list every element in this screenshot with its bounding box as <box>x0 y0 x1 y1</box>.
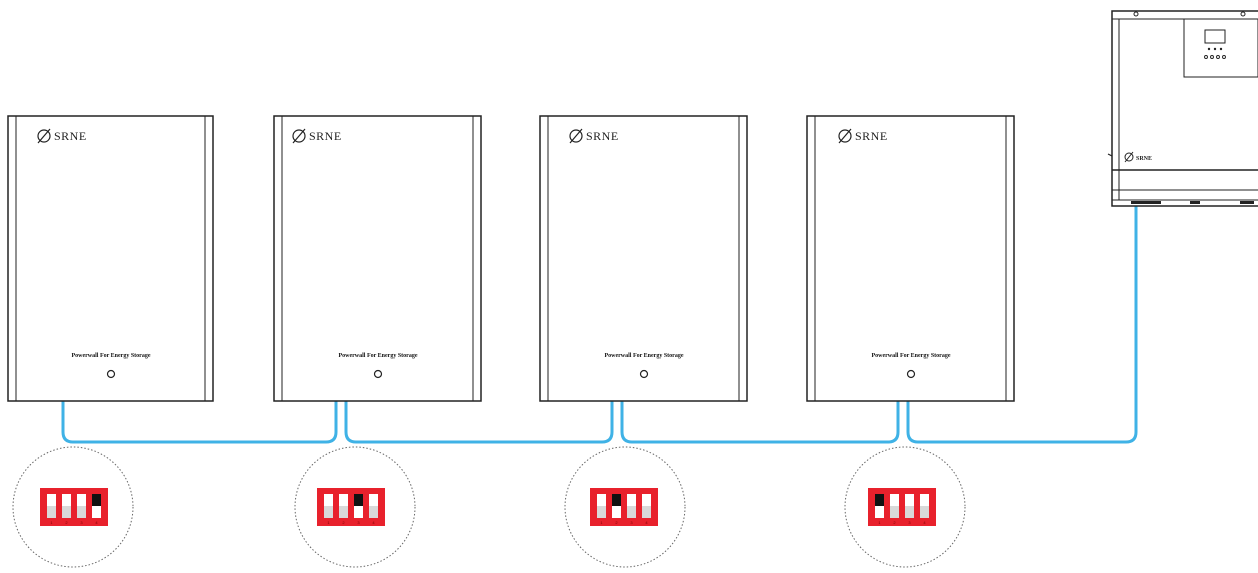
battery-body <box>273 115 482 402</box>
inverter-brand-label: SRNE <box>1136 156 1152 162</box>
dip-switch-toggle-3-off <box>77 506 86 518</box>
lcd-display-icon <box>1204 29 1226 44</box>
inverter-unit: SRNE <box>1107 10 1258 207</box>
battery-unit-2: SRNE Powerwall For Energy Storage <box>273 115 482 402</box>
battery-unit-4: SRNE Powerwall For Energy Storage <box>806 115 1015 402</box>
battery-brand-label: SRNE <box>309 129 342 143</box>
dip-switch-toggle-2-off <box>339 506 348 518</box>
brand-logo-icon <box>838 128 852 144</box>
dip-switch-toggle-3-off <box>627 506 636 518</box>
battery-brand-label: SRNE <box>586 129 619 143</box>
battery-brand-label: SRNE <box>855 129 888 143</box>
battery-body <box>539 115 748 402</box>
dip-switch-toggles: 1 2 3 4 <box>597 494 651 525</box>
battery-unit-1: SRNE Powerwall For Energy Storage <box>7 115 214 402</box>
dip-switch-toggle-4-off <box>642 506 651 518</box>
dip-switch-toggles: 1 2 3 4 <box>47 494 101 525</box>
dip-switch-toggle-1-on <box>875 494 884 506</box>
dip-switch-toggle-3-off <box>905 506 914 518</box>
battery-caption: Powerwall For Energy Storage <box>338 353 417 359</box>
brand-logo-icon <box>37 128 51 144</box>
dip-switch-number: 3 <box>908 520 911 525</box>
cable-3-4 <box>620 400 900 444</box>
power-button-icon <box>106 369 116 379</box>
power-button-icon <box>639 369 649 379</box>
dip-switch-toggle-2-off <box>890 506 899 518</box>
dip-switch-number: 2 <box>893 520 896 525</box>
dip-switch-toggle-1-off <box>324 506 333 518</box>
indicator-leds-icon <box>1207 47 1223 51</box>
mount-hole-icon <box>1133 11 1139 17</box>
dip-callouts: 1 2 3 4 1 2 3 4 1 2 3 4 1 2 3 4 <box>12 446 966 568</box>
battery-body <box>806 115 1015 402</box>
cable-2-3 <box>344 400 614 444</box>
dip-switch-number: 4 <box>372 520 375 525</box>
dip-switch-number: 4 <box>645 520 648 525</box>
dip-switch-number: 1 <box>600 520 603 525</box>
dip-switch-number: 1 <box>327 520 330 525</box>
dip-switch-number: 2 <box>342 520 345 525</box>
dip-switch-number: 2 <box>65 520 68 525</box>
inverter-handle-icon <box>1107 153 1113 157</box>
battery-unit-3: SRNE Powerwall For Energy Storage <box>539 115 748 402</box>
keypad-buttons-icon <box>1204 55 1226 59</box>
battery-caption: Powerwall For Energy Storage <box>604 353 683 359</box>
dip-switch-toggle-4-on <box>92 494 101 506</box>
dip-switch-number: 1 <box>878 520 881 525</box>
dip-switch-toggle-1-off <box>47 506 56 518</box>
terminal-ports-icon <box>1131 201 1254 204</box>
dip-switch-toggle-3-on <box>354 494 363 506</box>
dip-switch-toggle-1-off <box>597 506 606 518</box>
dip-switch-number: 3 <box>630 520 633 525</box>
dip-switch-number: 1 <box>50 520 53 525</box>
dip-switch-callout-1: 1 2 3 4 <box>12 446 134 568</box>
dip-switch-toggle-4-off <box>369 506 378 518</box>
mount-hole-icon <box>1240 11 1246 17</box>
power-button-icon <box>906 369 916 379</box>
battery-caption: Powerwall For Energy Storage <box>71 353 150 359</box>
dip-switch-callout-2: 1 2 3 4 <box>294 446 416 568</box>
dip-switch-toggle-2-on <box>612 494 621 506</box>
control-panel <box>1183 18 1258 78</box>
dip-switch-number: 4 <box>923 520 926 525</box>
cable-1-2 <box>61 400 338 444</box>
dip-switch-number: 3 <box>357 520 360 525</box>
power-button-icon <box>373 369 383 379</box>
brand-logo-icon <box>292 128 306 144</box>
dip-switch-number: 4 <box>95 520 98 525</box>
dip-switch-number: 2 <box>615 520 618 525</box>
dip-switch-callout-4: 1 2 3 4 <box>844 446 966 568</box>
dip-switch-toggles: 1 2 3 4 <box>324 494 378 525</box>
dip-switch-toggles: 1 2 3 4 <box>875 494 929 525</box>
battery-body <box>7 115 214 402</box>
cables <box>61 193 1138 444</box>
brand-logo-icon <box>1124 151 1134 163</box>
battery-brand-label: SRNE <box>54 129 87 143</box>
battery-caption: Powerwall For Energy Storage <box>871 353 950 359</box>
dip-switch-callout-3: 1 2 3 4 <box>564 446 686 568</box>
dip-switch-number: 3 <box>80 520 83 525</box>
dip-switch-toggle-2-off <box>62 506 71 518</box>
cable-4-inverter <box>906 193 1138 444</box>
brand-logo-icon <box>569 128 583 144</box>
dip-switch-toggle-4-off <box>920 506 929 518</box>
